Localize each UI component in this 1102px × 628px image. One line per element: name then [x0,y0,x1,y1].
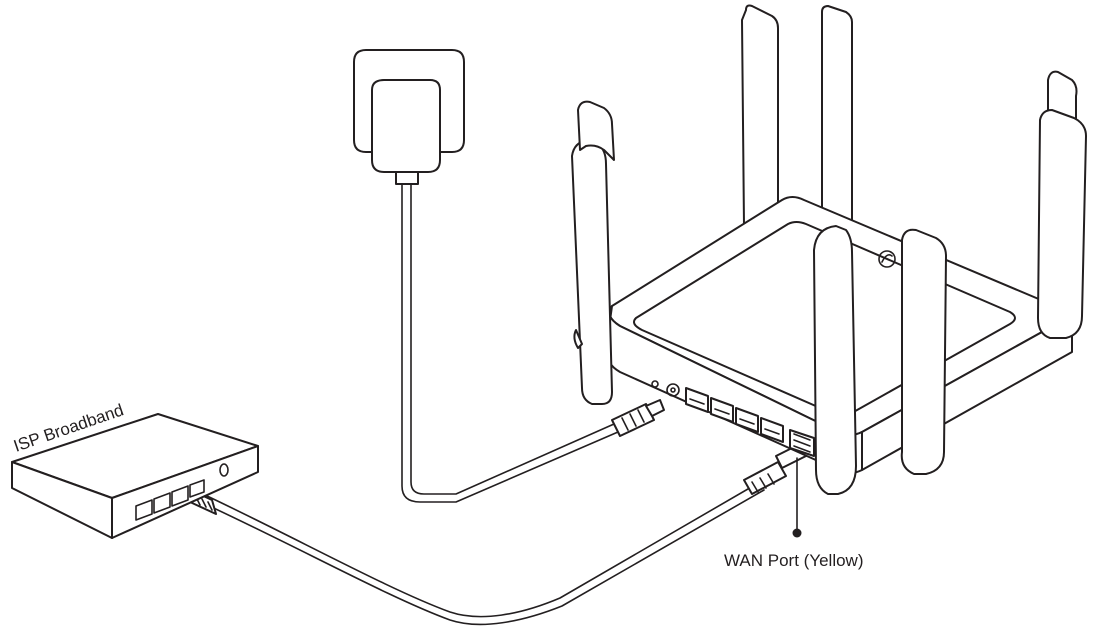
antenna-front-left-inner [577,100,615,161]
power-jack-icon [666,383,680,397]
wan-callout-dot-icon [792,528,802,538]
router [571,4,1087,495]
power-adapter [353,49,465,185]
antenna-back-center [821,5,853,237]
isp-modem [11,413,259,539]
reset-hole-icon [651,380,659,388]
antenna-front-center-left [813,225,857,495]
wan-port-label: WAN Port (Yellow) [724,551,864,570]
power-cable [401,183,665,503]
lan-ports [685,387,784,443]
ethernet-cable [185,443,807,626]
antenna-back-left [741,4,779,227]
router-logo-icon [878,250,896,268]
antenna-front-left-outer [571,139,613,405]
antenna-front-right [1037,109,1087,339]
wan-callout [792,457,802,538]
antenna-front-center-right [900,228,947,475]
